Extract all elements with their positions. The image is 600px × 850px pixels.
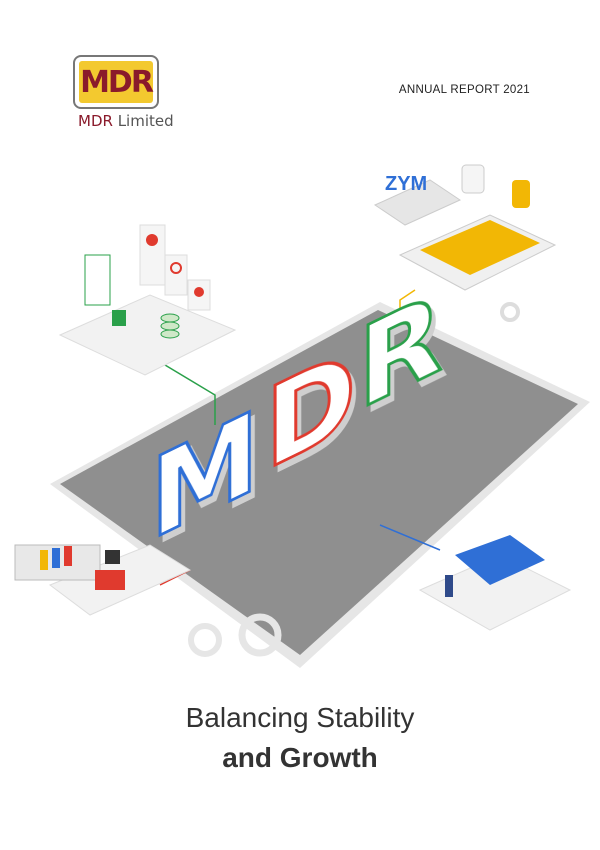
cover-title-line1: Balancing Stability bbox=[185, 702, 415, 733]
desk-icon bbox=[95, 570, 125, 590]
company-name-mdr: MDR bbox=[78, 112, 113, 130]
tech-platform bbox=[418, 535, 572, 631]
company-name-limited: Limited bbox=[112, 112, 174, 130]
coin-stack-icon bbox=[160, 313, 180, 339]
main-platform bbox=[50, 302, 590, 668]
cover-title-line2: and Growth bbox=[222, 742, 378, 773]
circuit-board-icon bbox=[455, 535, 545, 585]
mobile-platform: ZYM bbox=[373, 164, 557, 322]
monitor-icon bbox=[105, 550, 120, 564]
company-logo: MDR bbox=[73, 55, 159, 109]
logo-mark: MDR bbox=[79, 61, 154, 103]
center-letters: M D R bbox=[149, 266, 445, 568]
cover-illustration: M D R ZYM bbox=[14, 164, 590, 668]
gear-icon-large bbox=[188, 623, 222, 657]
person-icon bbox=[112, 310, 126, 326]
printing-platform bbox=[14, 544, 282, 657]
finance-platform bbox=[58, 224, 237, 376]
worker-icon bbox=[445, 575, 453, 597]
connector-yellow bbox=[399, 289, 416, 325]
connector-green bbox=[164, 364, 216, 425]
gear-icon bbox=[500, 302, 520, 322]
zym-badge: ZYM bbox=[385, 173, 427, 195]
report-label: ANNUAL REPORT 2021 bbox=[398, 84, 530, 96]
sim-card-icon bbox=[512, 180, 530, 208]
wifi-icon bbox=[461, 164, 485, 194]
connector-blue bbox=[379, 524, 441, 551]
chart-board-icon bbox=[84, 254, 111, 306]
company-name: MDR Limited bbox=[78, 112, 174, 130]
gear-icon-large-2 bbox=[238, 613, 282, 657]
